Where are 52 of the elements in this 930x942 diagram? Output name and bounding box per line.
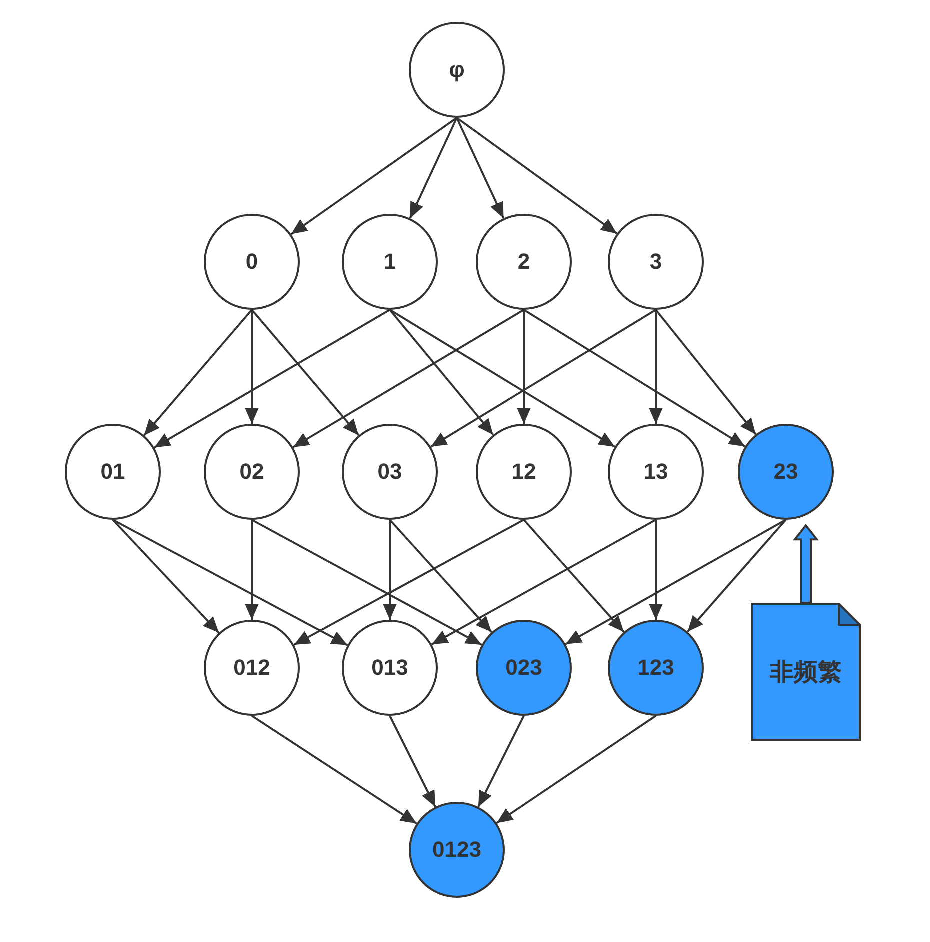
arrow — [565, 519, 786, 646]
arrow — [245, 520, 259, 620]
arrow — [154, 309, 390, 449]
arrow — [251, 309, 360, 436]
node-label: 01 — [100, 459, 126, 485]
arrow — [523, 309, 746, 448]
node-label: 13 — [644, 459, 668, 485]
arrow — [649, 520, 663, 620]
node-label: 023 — [506, 655, 542, 681]
node-label: 02 — [240, 459, 264, 485]
arrow — [389, 716, 436, 808]
arrow — [383, 520, 397, 620]
arrow — [686, 519, 787, 633]
node-label: 12 — [512, 459, 536, 485]
node-label: 2 — [518, 249, 530, 275]
arrow — [430, 309, 657, 448]
arrow — [496, 715, 657, 824]
arrow — [112, 519, 220, 634]
document-shape — [751, 603, 861, 741]
node-label: 012 — [234, 655, 270, 681]
node-label: φ — [449, 57, 465, 83]
node-label: 0123 — [432, 837, 482, 863]
arrow — [112, 519, 348, 646]
node-label: 非频繁 — [770, 658, 842, 688]
arrow — [144, 309, 253, 436]
arrow — [431, 519, 656, 646]
arrow — [409, 118, 458, 219]
arrow — [290, 117, 458, 236]
arrow — [649, 310, 663, 424]
arrow — [456, 118, 505, 219]
node-label: 03 — [378, 459, 402, 485]
arrow — [251, 715, 418, 825]
arrow — [245, 310, 259, 424]
arrow — [523, 519, 625, 633]
arrow — [456, 117, 618, 235]
block-arrow — [792, 524, 820, 604]
arrow — [655, 309, 757, 436]
node-label: 23 — [774, 459, 798, 485]
node-label: 1 — [384, 249, 396, 275]
node-label: 123 — [638, 655, 674, 681]
arrow — [389, 309, 616, 448]
arrow — [389, 309, 494, 436]
arrow — [517, 310, 531, 424]
arrow — [294, 519, 524, 646]
arrow — [292, 309, 525, 448]
arrow — [252, 519, 482, 646]
node-label: 3 — [650, 249, 662, 275]
node-label: 0 — [246, 249, 258, 275]
arrow — [478, 716, 525, 808]
circle-node — [342, 620, 438, 716]
node-label: 013 — [372, 655, 408, 681]
arrow — [389, 519, 493, 634]
